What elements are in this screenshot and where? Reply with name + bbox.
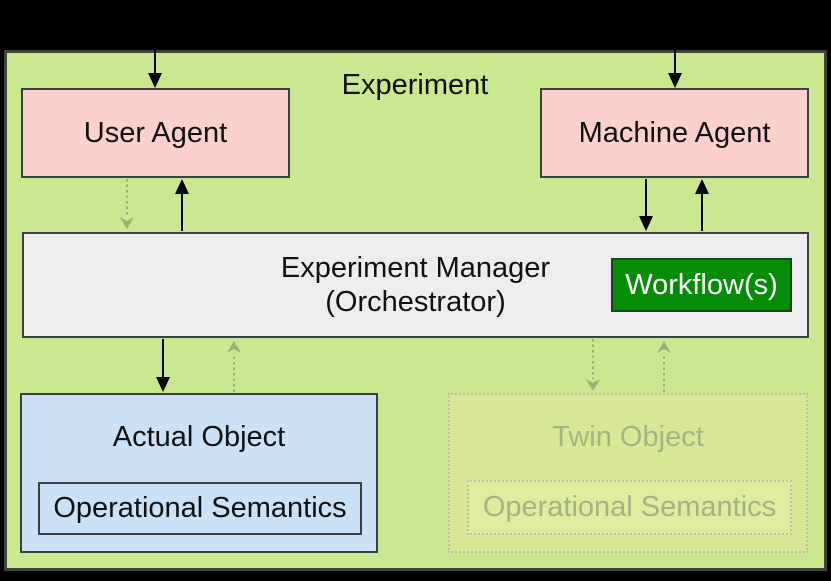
actual-operational-semantics-label: Operational Semantics bbox=[53, 492, 347, 524]
user-agent-label: User Agent bbox=[83, 116, 228, 149]
machine-agent-label: Machine Agent bbox=[578, 116, 771, 149]
actual-object-node: Actual Object Operational Semantics bbox=[20, 393, 378, 553]
experiment-manager-label-line1: Experiment Manager bbox=[280, 252, 551, 284]
experiment-manager-label-line2: (Orchestrator) bbox=[325, 286, 506, 318]
workflow-node: Workflow(s) bbox=[611, 258, 792, 312]
twin-operational-semantics-label: Operational Semantics bbox=[482, 491, 777, 523]
experiment-manager-node: Experiment Manager (Orchestrator) Workfl… bbox=[22, 232, 809, 338]
experiment-title: Experiment bbox=[341, 69, 489, 101]
workflow-label: Workflow(s) bbox=[625, 269, 778, 301]
actual-object-label: Actual Object bbox=[112, 421, 286, 453]
machine-agent-node: Machine Agent bbox=[540, 88, 809, 178]
actual-operational-semantics-node: Operational Semantics bbox=[38, 482, 362, 535]
twin-operational-semantics-node: Operational Semantics bbox=[467, 480, 792, 535]
twin-object-node: Twin Object Operational Semantics bbox=[448, 393, 808, 553]
twin-object-label: Twin Object bbox=[552, 421, 704, 453]
user-agent-node: User Agent bbox=[21, 88, 290, 178]
